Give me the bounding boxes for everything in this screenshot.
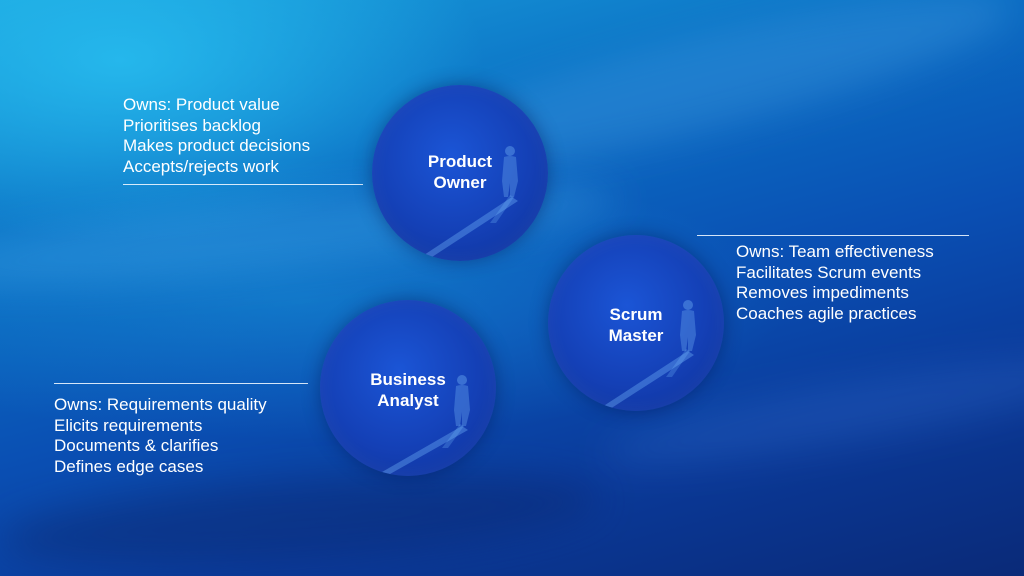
product-owner-bullet: Owns: Product value	[123, 95, 280, 114]
scrum-master-bullet: Removes impediments	[736, 283, 909, 302]
scrum-master-responsibilities: Owns: Team effectiveness Facilitates Scr…	[736, 242, 934, 324]
business-analyst-bullet: Elicits requirements	[54, 415, 203, 435]
business-analyst-bullet: Owns: Requirements quality	[54, 395, 267, 414]
business-analyst-responsibilities: Owns: Requirements quality Elicits requi…	[54, 395, 267, 477]
product-owner-divider	[123, 184, 363, 185]
scrum-master-bullet: Coaches agile practices	[736, 303, 917, 323]
product-owner-bullet: Accepts/rejects work	[123, 156, 279, 176]
business-analyst-bullet: Defines edge cases	[54, 456, 204, 476]
scrum-master-bullet: Facilitates Scrum events	[736, 262, 922, 282]
scrum-master-bullet: Owns: Team effectiveness	[736, 242, 934, 261]
business-analyst-label: Business Analyst	[370, 370, 446, 410]
person-silhouette-icon	[424, 146, 518, 257]
product-owner-responsibilities: Owns: Product value Prioritises backlog …	[123, 95, 310, 177]
product-owner-circle: Product Owner	[372, 85, 548, 261]
scrum-master-label: Scrum Master	[608, 305, 664, 345]
scrum-master-circle: Scrum Master	[548, 235, 724, 411]
business-analyst-bullet: Documents & clarifies	[54, 436, 219, 455]
person-silhouette-icon	[602, 300, 696, 409]
business-analyst-divider	[54, 383, 308, 384]
product-owner-label: Product Owner	[427, 152, 493, 192]
scrum-master-divider	[697, 235, 969, 236]
product-owner-bullet: Makes product decisions	[123, 136, 311, 155]
product-owner-bullet: Prioritises backlog	[123, 115, 261, 135]
business-analyst-circle: Business Analyst	[320, 300, 496, 476]
person-silhouette-icon	[382, 375, 470, 474]
